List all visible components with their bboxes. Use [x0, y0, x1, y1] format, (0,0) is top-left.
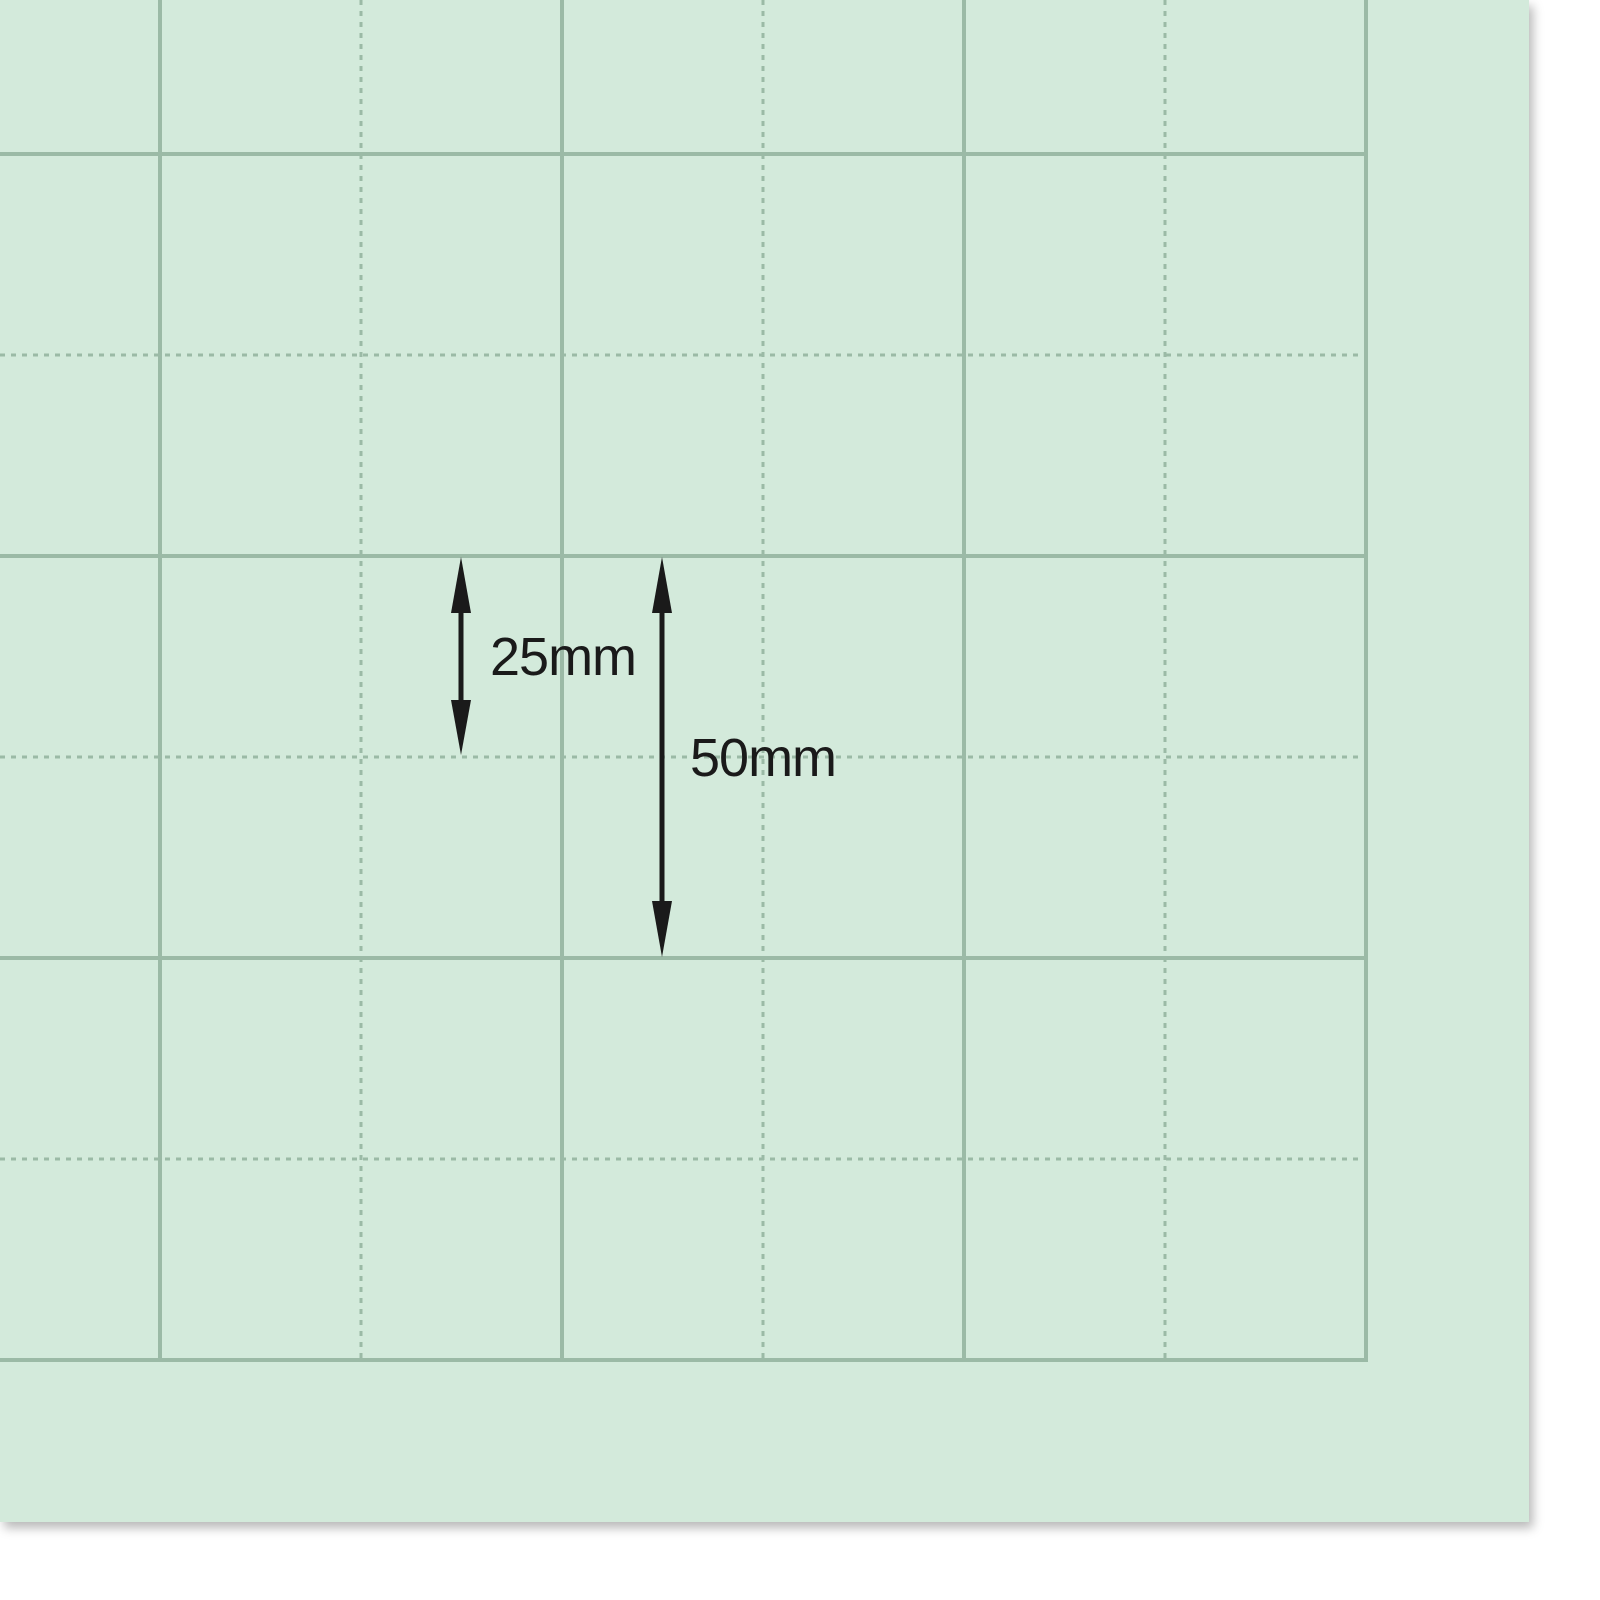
- dimension-25mm: 25mm: [451, 557, 637, 755]
- dimension-25mm-label: 25mm: [490, 627, 636, 687]
- cutting-mat: 25mm 50mm: [0, 0, 1529, 1522]
- grid: [0, 0, 1368, 1362]
- arrowhead-down-icon: [451, 700, 471, 755]
- dimension-50mm: 50mm: [652, 557, 837, 957]
- dimension-50mm-label: 50mm: [690, 728, 836, 788]
- arrowhead-up-icon: [451, 557, 471, 613]
- cutting-mat-graphic: 25mm 50mm: [0, 0, 1529, 1522]
- arrowhead-up-icon: [652, 557, 672, 613]
- arrowhead-down-icon: [652, 901, 672, 957]
